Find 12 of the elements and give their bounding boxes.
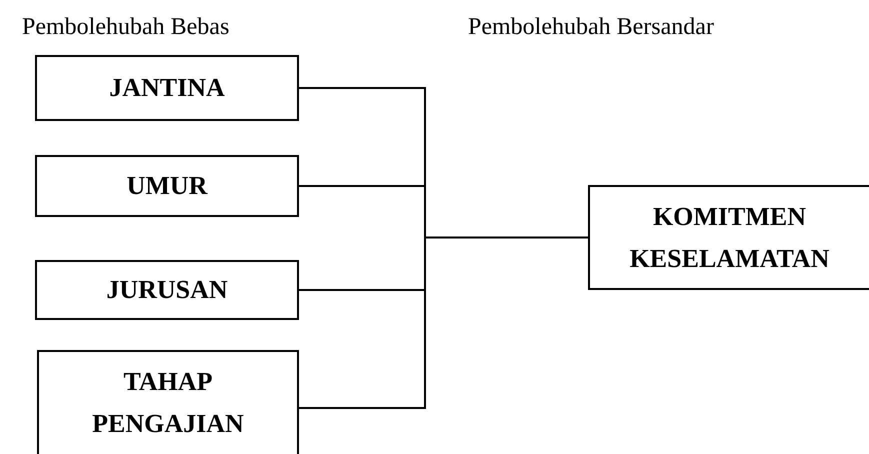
column-heading: Pembolehubah Bersandar bbox=[468, 13, 714, 42]
box-label: TAHAP PENGAJIAN bbox=[91, 366, 245, 440]
box-label: JURUSAN bbox=[105, 274, 229, 306]
variable-box bbox=[37, 350, 299, 454]
variable-box bbox=[588, 185, 869, 290]
box-label: JANTINA bbox=[108, 72, 226, 104]
box-label: KOMITMEN KESELAMATAN bbox=[628, 200, 830, 274]
variable-box bbox=[35, 155, 299, 217]
variable-box bbox=[35, 55, 299, 121]
column-heading: Pembolehubah Bebas bbox=[22, 13, 230, 42]
variable-box bbox=[35, 260, 299, 320]
box-label: UMUR bbox=[126, 170, 209, 202]
